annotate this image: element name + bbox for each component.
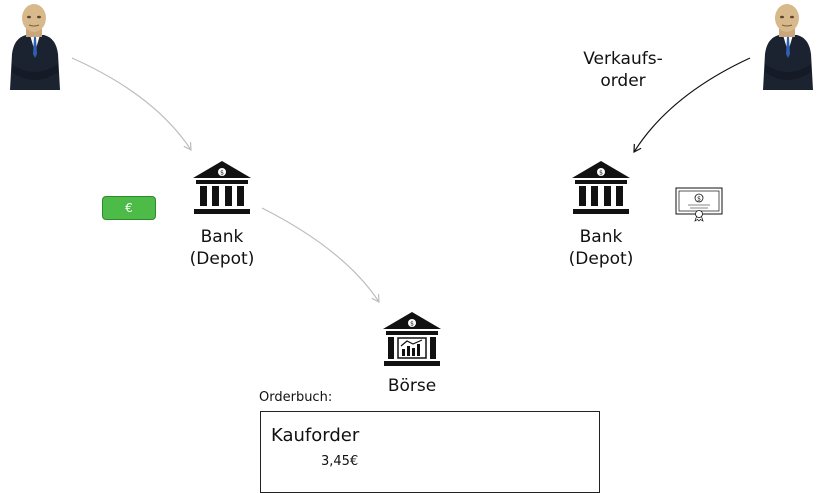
sell-order-label-line2: order: [600, 71, 646, 91]
bank-label-left: Bank (Depot): [182, 226, 262, 270]
bank-label-left-line2: (Depot): [189, 249, 255, 269]
svg-text:$: $: [410, 321, 414, 328]
arrow-bank-to-exchange: [261, 207, 380, 304]
arrow-buyer-to-bank: [71, 57, 192, 152]
orderbook-entry-type: Kauforder: [271, 425, 360, 446]
bank-label-right: Bank (Depot): [561, 226, 641, 270]
arrow-seller-to-bank: [633, 57, 751, 154]
seller-person-icon: [763, 4, 813, 90]
svg-text:$: $: [599, 170, 603, 177]
exchange-label: Börse: [387, 376, 437, 396]
stock-certificate-icon: $: [675, 187, 723, 222]
bank-icon-right: $: [572, 161, 630, 214]
sell-order-label: Verkaufs- order: [578, 48, 668, 92]
stock-exchange-icon: $: [383, 312, 441, 366]
flow-arrows: [71, 57, 751, 304]
banknote-icon: €: [102, 196, 156, 220]
bank-label-right-line1: Bank: [579, 227, 623, 247]
bank-label-left-line1: Bank: [200, 227, 244, 247]
bank-icon-left: $: [193, 161, 251, 214]
sell-order-label-line1: Verkaufs-: [583, 49, 663, 69]
svg-text:$: $: [697, 196, 701, 203]
euro-symbol: €: [125, 201, 133, 215]
bank-label-right-line2: (Depot): [568, 249, 634, 269]
orderbook-title: Orderbuch:: [259, 390, 333, 405]
buyer-person-icon: [10, 4, 60, 90]
svg-text:$: $: [220, 170, 224, 177]
orderbook-box: Kauforder 3,45€: [260, 411, 600, 493]
orderbook-entry-price: 3,45€: [321, 454, 359, 469]
